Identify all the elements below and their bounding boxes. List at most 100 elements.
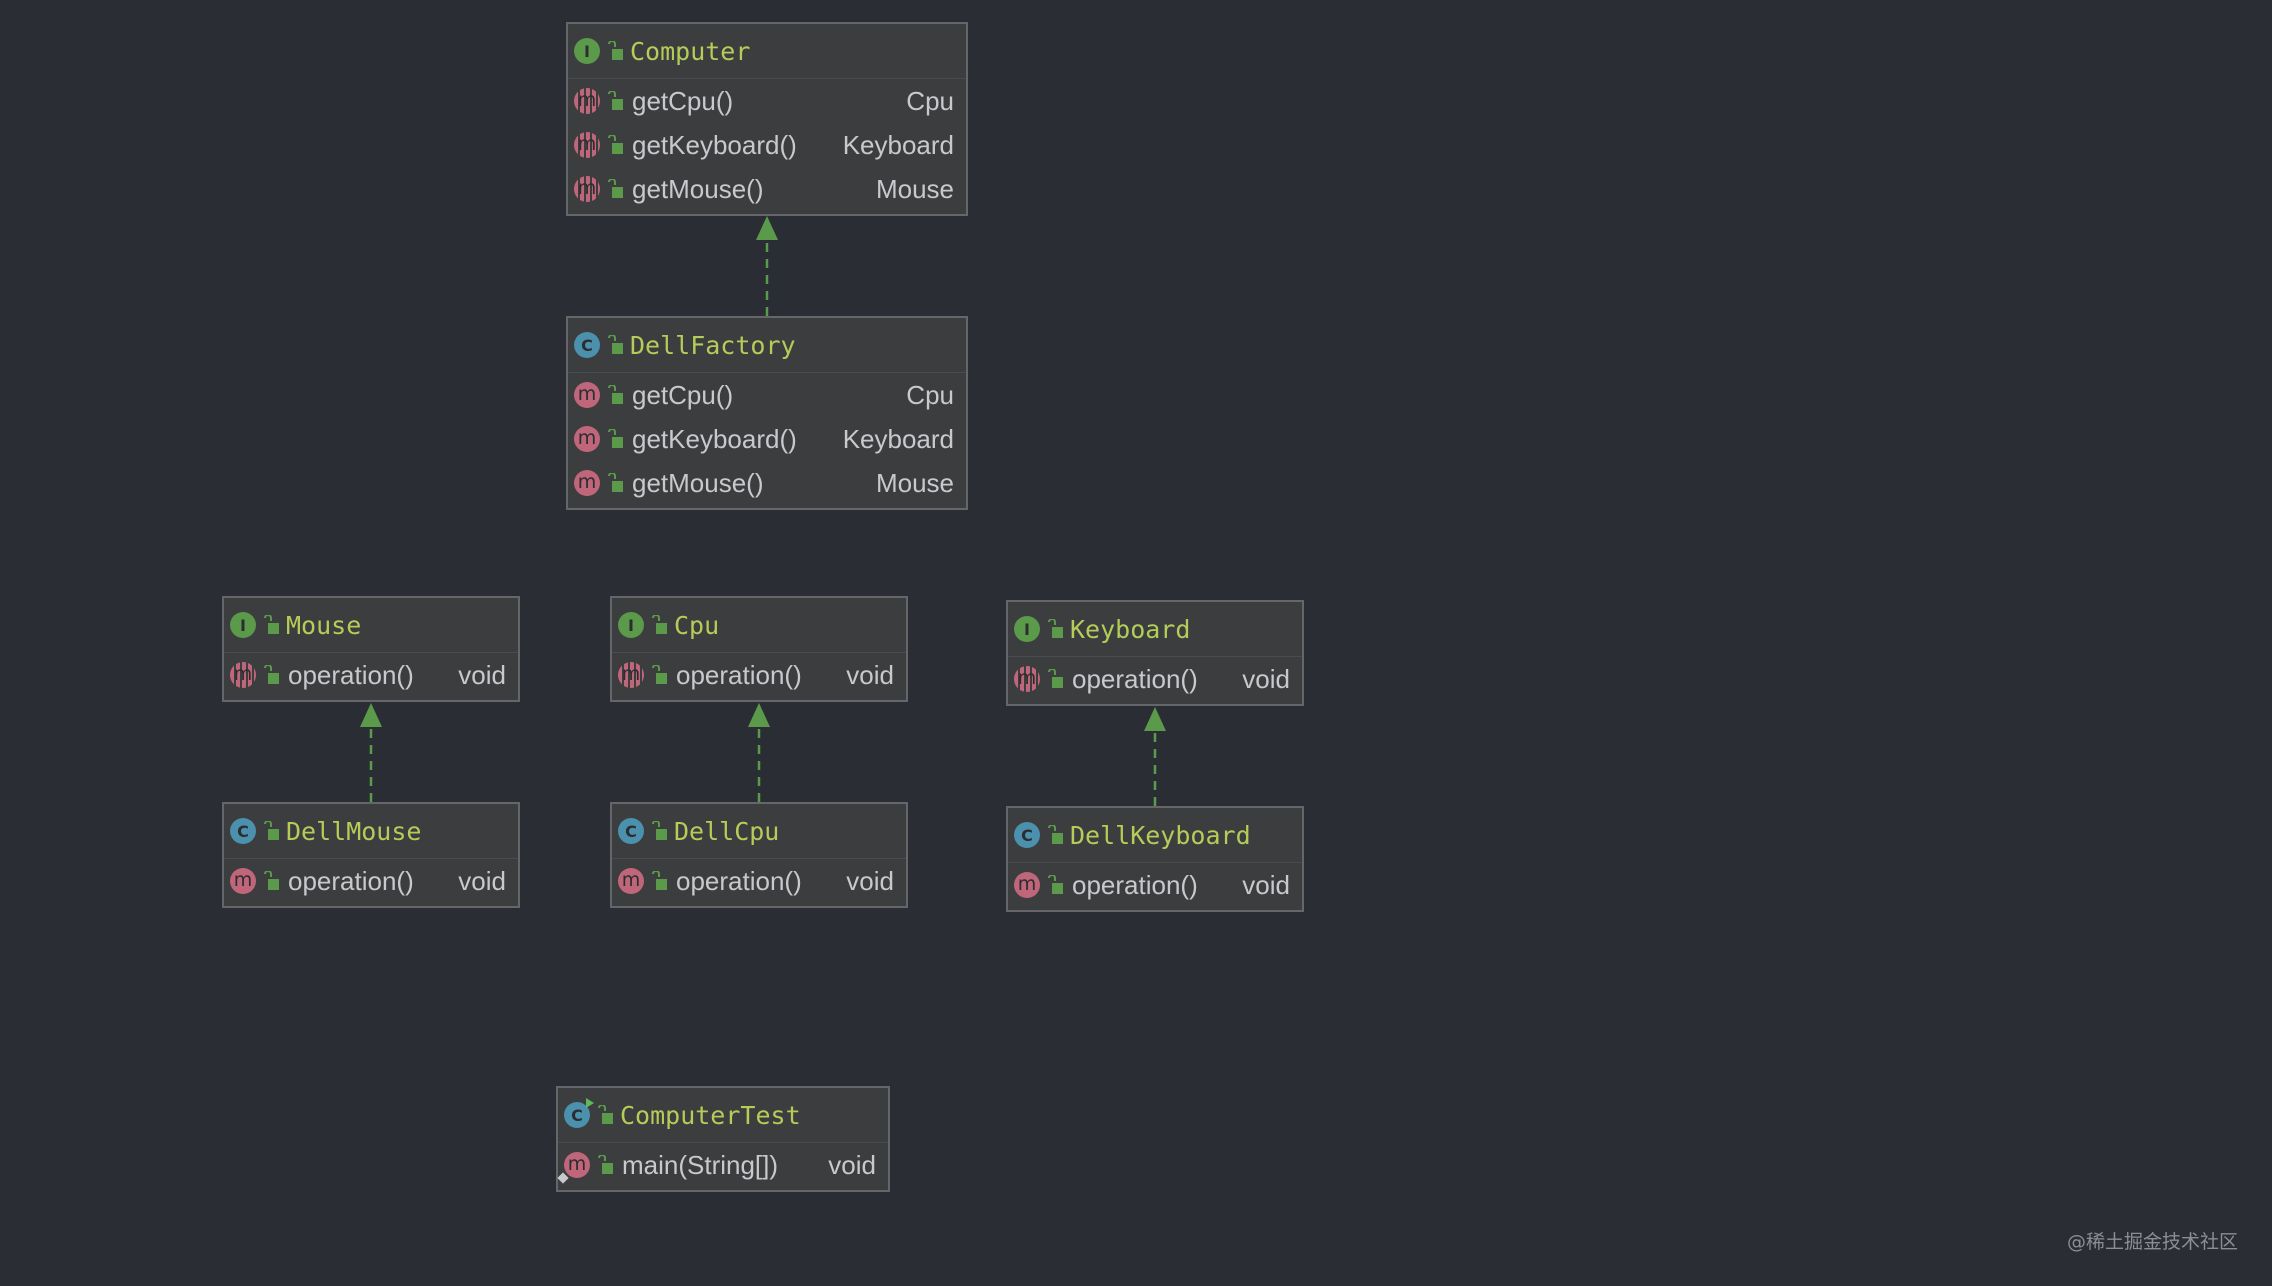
box-header: C DellFactory: [568, 318, 966, 373]
abstract-method-icon: m: [574, 88, 600, 114]
edge-dellcpu-implements-cpu: [748, 703, 770, 802]
return-type: Cpu: [906, 85, 954, 116]
method-row[interactable]: m getKeyboard() Keyboard: [568, 417, 966, 461]
box-header: C ComputerTest: [558, 1088, 888, 1143]
method-name: main(String[]): [622, 1149, 779, 1180]
class-name: DellCpu: [674, 816, 780, 846]
method-name: getCpu(): [632, 85, 734, 116]
unlock-icon: [1048, 875, 1063, 894]
interface-name: Computer: [630, 36, 751, 66]
class-icon: C: [1014, 822, 1040, 848]
method-icon: m: [1014, 872, 1040, 898]
method-row[interactable]: m getMouse() Mouse: [568, 461, 966, 505]
unlock-icon: [608, 91, 623, 110]
box-header: C DellKeyboard: [1008, 808, 1302, 863]
box-header: I Mouse: [224, 598, 518, 653]
abstract-method-icon: m: [1014, 666, 1040, 692]
box-header: I Keyboard: [1008, 602, 1302, 657]
method-icon: m: [574, 470, 600, 496]
interface-icon: I: [230, 612, 256, 638]
method-name: operation(): [676, 659, 802, 690]
class-icon: C: [230, 818, 256, 844]
interface-name: Mouse: [286, 610, 362, 640]
edge-dellkeyboard-implements-keyboard: [1144, 707, 1166, 806]
method-row[interactable]: m operation() void: [224, 859, 518, 903]
method-name: operation(): [288, 865, 414, 896]
edge-dellmouse-implements-mouse: [360, 703, 382, 802]
class-name: ComputerTest: [620, 1100, 801, 1130]
unlock-icon: [1048, 619, 1063, 638]
interface-icon: I: [618, 612, 644, 638]
class-dellcpu[interactable]: C DellCpu m operation() void: [610, 802, 908, 908]
method-row[interactable]: m getCpu() Cpu: [568, 373, 966, 417]
class-dellkeyboard[interactable]: C DellKeyboard m operation() void: [1006, 806, 1304, 912]
unlock-icon: [608, 473, 623, 492]
method-row[interactable]: m operation() void: [612, 859, 906, 903]
interface-mouse[interactable]: I Mouse m operation() void: [222, 596, 520, 702]
unlock-icon: [598, 1105, 613, 1124]
method-row[interactable]: m getMouse() Mouse: [568, 167, 966, 211]
class-dellfactory[interactable]: C DellFactory m getCpu() Cpu m getKeyboa…: [566, 316, 968, 510]
method-row[interactable]: m main(String[]) void: [557, 1143, 888, 1187]
method-row[interactable]: m operation() void: [1008, 863, 1302, 907]
class-dellmouse[interactable]: C DellMouse m operation() void: [222, 802, 520, 908]
watermark: @稀土掘金技术社区: [2066, 1231, 2238, 1253]
class-name: DellMouse: [286, 816, 422, 846]
method-name: operation(): [676, 865, 802, 896]
box-header: I Cpu: [612, 598, 906, 653]
method-name: operation(): [1072, 869, 1198, 900]
static-method-icon: m: [557, 1152, 590, 1184]
abstract-method-icon: m: [574, 176, 600, 202]
unlock-icon: [598, 1155, 613, 1174]
class-name: DellFactory: [630, 330, 796, 360]
method-name: operation(): [288, 659, 414, 690]
unlock-icon: [608, 41, 623, 60]
unlock-icon: [264, 665, 279, 684]
interface-computer[interactable]: I Computer m getCpu() Cpu m getKeyboard(…: [566, 22, 968, 216]
unlock-icon: [652, 615, 667, 634]
unlock-icon: [264, 615, 279, 634]
class-computertest[interactable]: C ComputerTest m main(String[]) void: [556, 1086, 890, 1192]
unlock-icon: [652, 665, 667, 684]
method-name: getKeyboard(): [632, 129, 797, 160]
abstract-method-icon: m: [230, 662, 256, 688]
box-header: C DellCpu: [612, 804, 906, 859]
abstract-method-icon: m: [618, 662, 644, 688]
return-type: Keyboard: [842, 129, 954, 160]
interface-cpu[interactable]: I Cpu m operation() void: [610, 596, 908, 702]
box-header: C DellMouse: [224, 804, 518, 859]
unlock-icon: [608, 135, 623, 154]
edge-dellfactory-implements-computer: [756, 216, 778, 316]
return-type: void: [846, 865, 894, 896]
return-type: Keyboard: [842, 423, 954, 454]
interface-keyboard[interactable]: I Keyboard m operation() void: [1006, 600, 1304, 706]
method-row[interactable]: m operation() void: [1008, 657, 1302, 701]
method-row[interactable]: m operation() void: [224, 653, 518, 697]
abstract-method-icon: m: [574, 132, 600, 158]
method-row[interactable]: m operation() void: [612, 653, 906, 697]
unlock-icon: [264, 821, 279, 840]
box-header: I Computer: [568, 24, 966, 79]
interface-icon: I: [1014, 616, 1040, 642]
interface-name: Cpu: [674, 610, 720, 640]
unlock-icon: [608, 179, 623, 198]
return-type: void: [828, 1149, 876, 1180]
return-type: Cpu: [906, 379, 954, 410]
return-type: void: [458, 865, 506, 896]
method-row[interactable]: m getCpu() Cpu: [568, 79, 966, 123]
unlock-icon: [608, 429, 623, 448]
method-icon: m: [618, 868, 644, 894]
method-name: operation(): [1072, 663, 1198, 694]
method-icon: m: [574, 426, 600, 452]
unlock-icon: [1048, 825, 1063, 844]
return-type: void: [1242, 869, 1290, 900]
method-row[interactable]: m getKeyboard() Keyboard: [568, 123, 966, 167]
class-icon: C: [618, 818, 644, 844]
run-marker-icon: [586, 1098, 594, 1108]
unlock-icon: [608, 385, 623, 404]
unlock-icon: [1048, 669, 1063, 688]
class-name: DellKeyboard: [1070, 820, 1251, 850]
return-type: void: [458, 659, 506, 690]
return-type: Mouse: [875, 173, 954, 204]
